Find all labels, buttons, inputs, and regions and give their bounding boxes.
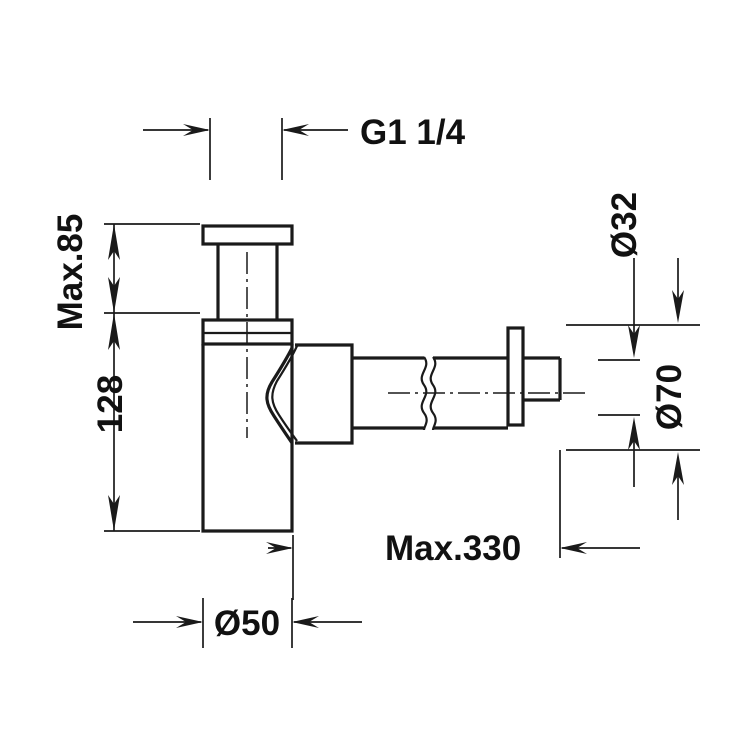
dimension-height-128: 128 (91, 313, 200, 532)
inlet-tailpiece (216, 244, 279, 320)
outlet-pipe-right (433, 356, 508, 430)
thread-arrow-right (282, 124, 309, 136)
outlet-elbow-inner (271, 345, 298, 442)
dia50-arrow-left (176, 616, 203, 628)
thread-arrow-left (183, 124, 210, 136)
dimension-label-dia32: Ø32 (605, 192, 644, 258)
dia70-arrow-up (628, 417, 640, 450)
break-symbol (420, 356, 428, 431)
dimension-outlet-dia-32: Ø32 (566, 192, 700, 361)
part-geometry (201, 224, 585, 533)
break-symbol-second (429, 356, 437, 431)
max85-arrow-bottom (108, 277, 120, 313)
dimension-label-max330: Max.330 (385, 529, 521, 568)
dia70-arrow-outer-up (672, 452, 684, 485)
outlet-elbow-block (295, 343, 354, 445)
inlet-cap (201, 224, 294, 246)
dim128-arrow-top (108, 313, 120, 350)
max85-arrow-top (108, 224, 120, 260)
dimension-flange-dia-70: Ø70 (566, 364, 700, 520)
dimension-label-dia70: Ø70 (650, 364, 689, 430)
wall-flange (506, 326, 525, 427)
dimension-label-thread: G1 1/4 (360, 113, 466, 152)
dia32-arrow-outer-down (672, 290, 684, 323)
dimension-label-dia50: Ø50 (214, 604, 280, 643)
dimension-length-max-330: Max.330 (266, 450, 640, 600)
dimension-thread-size: G1 1/4 (143, 113, 466, 180)
outlet-pipe-left (352, 356, 424, 430)
dimension-height-max-85: Max.85 (51, 214, 200, 331)
dimension-body-dia-50: Ø50 (133, 598, 362, 648)
dia32-arrow-down (628, 325, 640, 358)
max330-arrow-left (266, 542, 293, 554)
outlet-elbow-outer (265, 347, 294, 444)
dia50-arrow-right (292, 616, 319, 628)
dim128-arrow-bottom (108, 495, 120, 531)
wall-stub (523, 356, 562, 402)
trap-body (201, 344, 294, 533)
dimension-label-128: 128 (91, 375, 130, 433)
max330-arrow-right (560, 542, 587, 554)
dimension-label-max85: Max.85 (51, 214, 90, 331)
